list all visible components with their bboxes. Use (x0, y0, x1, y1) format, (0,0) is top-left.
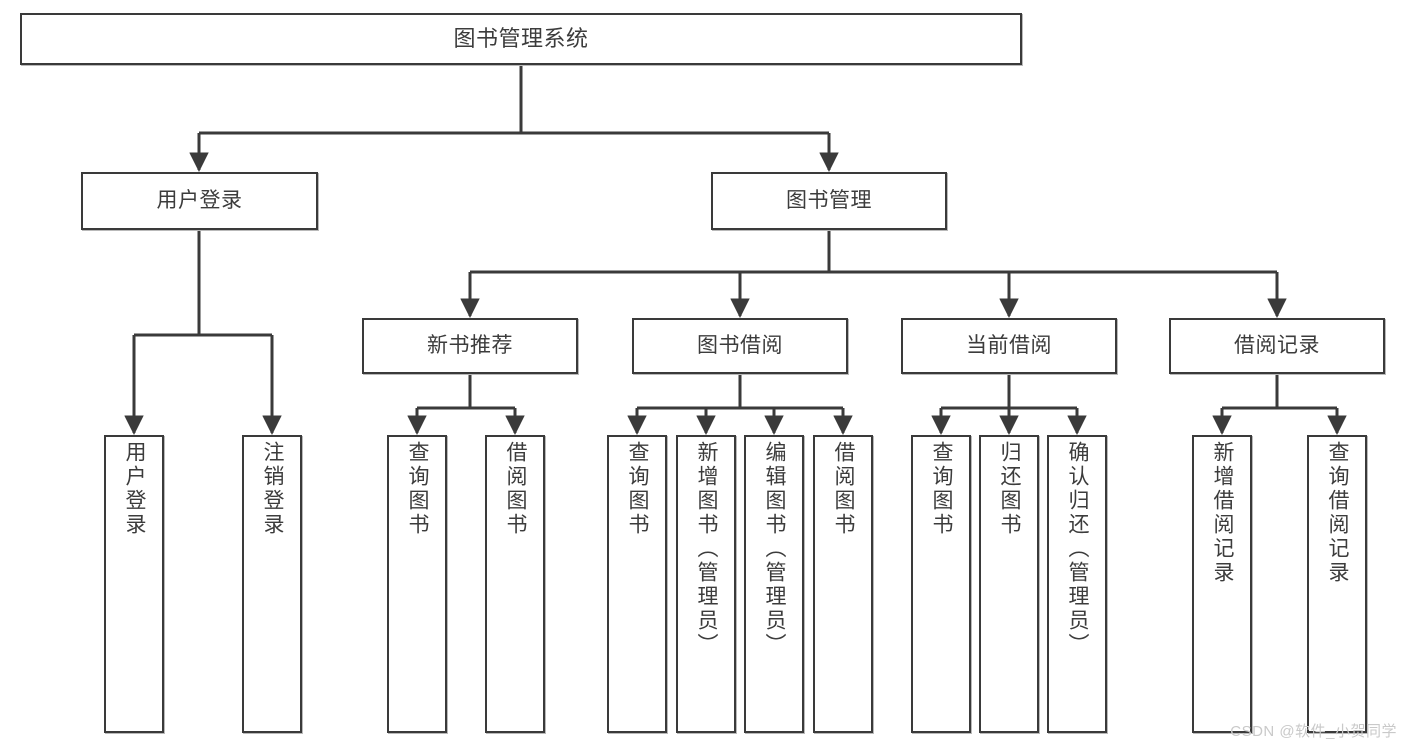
node-leaf-borrow-book-recommend[interactable]: 借阅图书 (485, 435, 545, 733)
node-borrow-record[interactable]: 借阅记录 (1169, 318, 1385, 374)
node-book-management[interactable]: 图书管理 (711, 172, 947, 230)
node-current-borrow-label: 当前借阅 (966, 333, 1052, 357)
node-leaf-edit-book-admin[interactable]: 编辑图书（管理员） (744, 435, 804, 733)
node-leaf-add-book-admin[interactable]: 新增图书（管理员） (676, 435, 736, 733)
node-leaf-confirm-return-admin-label: 确认归还（管理员） (1066, 441, 1090, 657)
node-book-management-label: 图书管理 (786, 188, 872, 212)
node-leaf-confirm-return-admin[interactable]: 确认归还（管理员） (1047, 435, 1107, 733)
node-new-book-recommend[interactable]: 新书推荐 (362, 318, 578, 374)
node-current-borrow[interactable]: 当前借阅 (901, 318, 1117, 374)
node-leaf-query-book-borrow-label: 查询图书 (626, 441, 650, 537)
node-leaf-borrow-book-recommend-label: 借阅图书 (504, 441, 528, 537)
node-leaf-query-book-current-label: 查询图书 (930, 441, 954, 537)
node-leaf-return-book[interactable]: 归还图书 (979, 435, 1039, 733)
node-leaf-query-book-borrow[interactable]: 查询图书 (607, 435, 667, 733)
node-leaf-query-borrow-record[interactable]: 查询借阅记录 (1307, 435, 1367, 733)
node-leaf-query-book-recommend-label: 查询图书 (406, 441, 430, 537)
node-leaf-user-login-label: 用户登录 (123, 441, 147, 537)
node-leaf-query-book-current[interactable]: 查询图书 (911, 435, 971, 733)
node-leaf-add-book-admin-label: 新增图书（管理员） (695, 441, 719, 657)
node-book-borrow[interactable]: 图书借阅 (632, 318, 848, 374)
node-leaf-logout-label: 注销登录 (261, 441, 285, 537)
node-leaf-query-book-recommend[interactable]: 查询图书 (387, 435, 447, 733)
node-borrow-record-label: 借阅记录 (1234, 333, 1320, 357)
node-leaf-query-borrow-record-label: 查询借阅记录 (1326, 441, 1350, 585)
node-leaf-borrow-book[interactable]: 借阅图书 (813, 435, 873, 733)
node-leaf-add-borrow-record[interactable]: 新增借阅记录 (1192, 435, 1252, 733)
node-root-label: 图书管理系统 (453, 26, 589, 52)
node-leaf-edit-book-admin-label: 编辑图书（管理员） (763, 441, 787, 657)
node-leaf-borrow-book-label: 借阅图书 (832, 441, 856, 537)
node-user-login[interactable]: 用户登录 (81, 172, 318, 230)
node-root[interactable]: 图书管理系统 (20, 13, 1022, 65)
node-new-book-recommend-label: 新书推荐 (427, 333, 513, 357)
node-leaf-add-borrow-record-label: 新增借阅记录 (1211, 441, 1235, 585)
node-user-login-label: 用户登录 (156, 188, 243, 212)
node-leaf-return-book-label: 归还图书 (998, 441, 1022, 537)
csdn-watermark: CSDN @软件_小贺同学 (1230, 723, 1397, 740)
node-leaf-logout[interactable]: 注销登录 (242, 435, 302, 733)
node-book-borrow-label: 图书借阅 (697, 333, 783, 357)
node-leaf-user-login[interactable]: 用户登录 (104, 435, 164, 733)
